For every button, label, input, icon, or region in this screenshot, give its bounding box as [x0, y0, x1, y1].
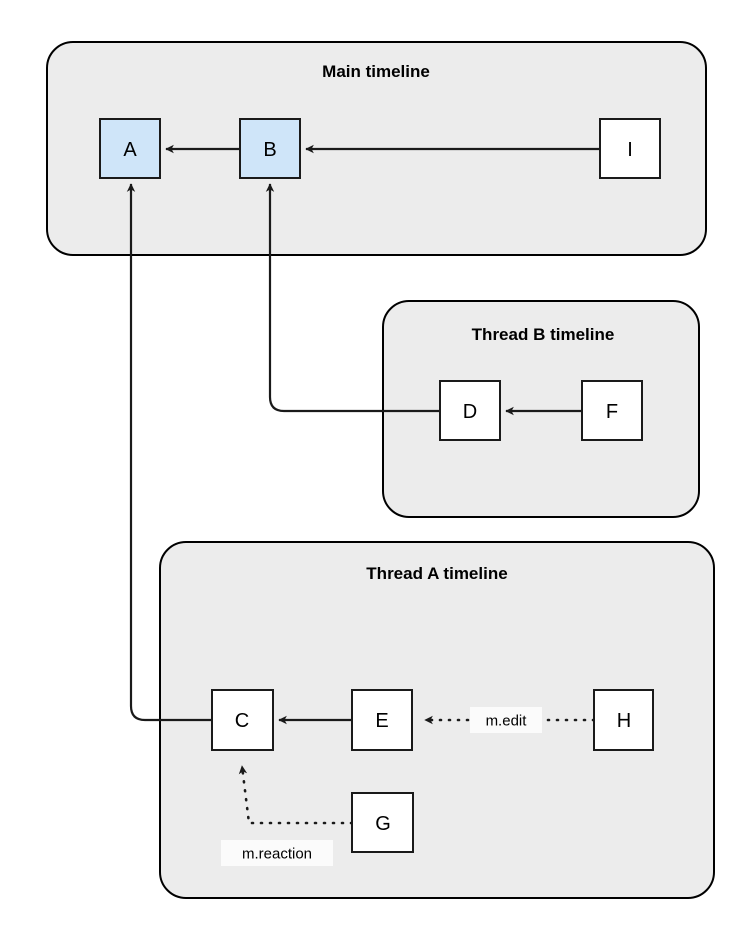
node-i-label: I: [627, 139, 633, 161]
edge-c-to-a-path: [126, 183, 212, 722]
node-d-rect[interactable]: [439, 380, 501, 441]
node-i-rect[interactable]: [599, 118, 661, 179]
edge-g-to-c-label: m.reaction: [242, 846, 312, 863]
node-e-rect[interactable]: [351, 689, 413, 751]
node-g[interactable]: G: [351, 792, 414, 853]
edge-g-to-c-label-background: [221, 840, 333, 866]
container-thread-b-timeline: Thread B timeline: [382, 300, 700, 518]
edge-d-to-b-path: [265, 183, 440, 413]
node-b-label: B: [263, 139, 276, 161]
node-b-rect[interactable]: [239, 118, 301, 179]
container-thread-b-timeline-title: Thread B timeline: [472, 325, 615, 344]
node-a-label: A: [123, 139, 137, 161]
node-e[interactable]: E: [351, 689, 413, 751]
node-c-rect[interactable]: [211, 689, 274, 751]
edge-h-to-e: m.edit: [423, 707, 596, 733]
node-g-rect[interactable]: [351, 792, 414, 853]
node-h-rect[interactable]: [593, 689, 654, 751]
node-g-label: G: [375, 813, 391, 835]
container-thread-b-timeline-rect: [382, 300, 700, 518]
node-b[interactable]: B: [239, 118, 301, 179]
container-main-timeline-title: Main timeline: [322, 62, 430, 81]
node-d[interactable]: D: [439, 380, 501, 441]
node-d-label: D: [463, 401, 477, 423]
node-h-label: H: [617, 710, 631, 732]
node-c-label: C: [235, 710, 249, 732]
container-thread-a-timeline-title: Thread A timeline: [366, 564, 507, 583]
edge-d-to-b: [265, 183, 440, 413]
edge-c-to-a: [126, 183, 212, 722]
node-i[interactable]: I: [599, 118, 661, 179]
node-a[interactable]: A: [99, 118, 161, 179]
node-c[interactable]: C: [211, 689, 274, 751]
edge-h-to-e-label-background: [470, 707, 542, 733]
edge-g-to-c: m.reaction: [221, 764, 354, 866]
node-a-rect[interactable]: [99, 118, 161, 179]
node-f-rect[interactable]: [581, 380, 643, 441]
node-f-label: F: [606, 401, 618, 423]
container-thread-a-timeline: Thread A timeline: [159, 541, 715, 899]
edge-h-to-e-label: m.edit: [486, 713, 528, 730]
node-h[interactable]: H: [593, 689, 654, 751]
node-e-label: E: [375, 710, 388, 732]
node-f[interactable]: F: [581, 380, 643, 441]
